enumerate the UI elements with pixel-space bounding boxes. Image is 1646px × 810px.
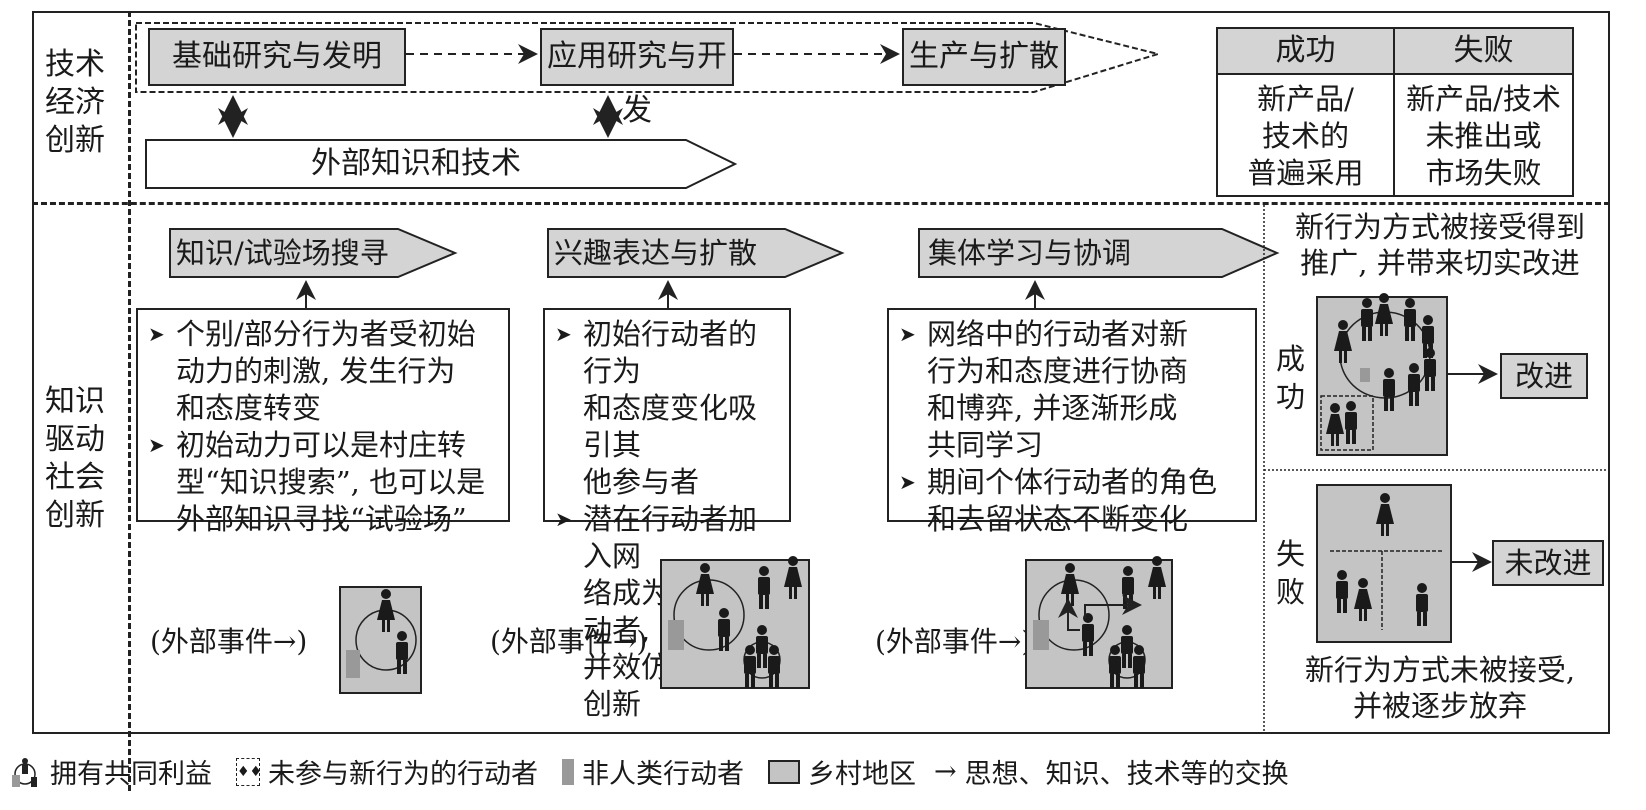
- caption-line: 推广, 并带来切实改进: [1300, 246, 1580, 280]
- legend-label: 乡村地区: [808, 759, 916, 790]
- row-label-social: 知识 驱动 社会 创新: [40, 383, 110, 535]
- row-label-line: 驱动: [45, 422, 105, 457]
- bullet-line: 和态度变化吸引其: [583, 391, 758, 462]
- bullet-line: 初始动力可以是村庄转: [176, 428, 467, 462]
- no-improvement-box: 未改进: [1492, 540, 1604, 586]
- cell-line: 市场失败: [1425, 156, 1542, 190]
- header-failure: 失败: [1395, 29, 1572, 75]
- cell-line: 技术的: [1261, 119, 1349, 153]
- external-knowledge-label: 外部知识和技术: [311, 146, 521, 181]
- bullet-item: 期间个体行动者的角色 和去留状态不断变化: [897, 464, 1251, 538]
- non-participant-box: [1320, 395, 1374, 451]
- exchange-arrow: [1084, 595, 1142, 618]
- legend: 拥有共同利益 ♦♦ 未参与新行为的行动者 非人类行动者 乡村地区 → 思想、知识…: [8, 752, 1289, 791]
- bullet-line: 和去留状态不断变化: [927, 502, 1189, 536]
- row-label-line: 社会: [45, 460, 105, 495]
- bullet-line: 和博弈, 并逐渐形成: [927, 391, 1178, 425]
- bullet-line: 行为和态度进行协商: [927, 354, 1189, 388]
- non-human-actor-icon: [1033, 620, 1049, 650]
- tech-outcome-table: 成功 失败 新产品/ 技术的 普遍采用 新产品/技术 未推出或 市场失败: [1216, 27, 1574, 197]
- cell-line: 新产品/技术: [1406, 82, 1561, 116]
- diagram-frame: [32, 11, 1610, 734]
- success-caption: 新行为方式被接受得到 推广, 并带来切实改进: [1272, 209, 1608, 281]
- bullet-line: 型“知识搜索”, 也可以是: [176, 465, 486, 499]
- row-label-line: 创新: [45, 498, 105, 533]
- cell-failure: 新产品/技术 未推出或 市场失败: [1395, 75, 1572, 195]
- bullet-line: 初始行动者的行为: [583, 317, 758, 388]
- external-event-2: (外部事件→): [490, 625, 648, 658]
- rural-area-success-scene: [1316, 293, 1448, 456]
- section-divider: [32, 202, 1610, 205]
- caption-line: 新行为方式未被接受,: [1304, 653, 1576, 687]
- improvement-box: 改进: [1500, 353, 1588, 399]
- bullet-line: 网络中的行动者对新: [927, 317, 1189, 351]
- row-label-line: 技术: [45, 47, 105, 82]
- stage-shape-2: [547, 228, 845, 278]
- shared-interest-icon: [8, 755, 42, 789]
- non-participant-icon: ♦♦: [236, 757, 262, 786]
- external-event-3: (外部事件→): [875, 625, 1033, 658]
- caption-line: 新行为方式被接受得到: [1294, 210, 1585, 244]
- non-human-actor-icon: [562, 758, 574, 785]
- bullet-item: 网络中的行动者对新 行为和态度进行协商 和博弈, 并逐渐形成 共同学习: [897, 316, 1251, 464]
- stage-box-1: 个别/部分行为者受初始 动力的刺激, 发生行为 和态度转变 初始动力可以是村庄转…: [136, 308, 510, 536]
- row-label-line: 创新: [45, 123, 105, 158]
- stage-title-2: 兴趣表达与扩散: [554, 236, 758, 270]
- bullet-item: 初始动力可以是村庄转 型“知识搜索”, 也可以是 外部知识寻找“试验场”: [146, 427, 502, 538]
- external-knowledge-shape: [145, 139, 738, 189]
- row-label-line: 经济: [45, 85, 105, 120]
- bullet-line: 动力的刺激, 发生行为: [176, 354, 456, 388]
- non-human-actor-icon: [346, 650, 360, 678]
- bullet-line: 潜在行动者加入网: [583, 502, 758, 573]
- rural-area-scene-2: [660, 556, 810, 689]
- bullet-item: 个别/部分行为者受初始 动力的刺激, 发生行为 和态度转变: [146, 316, 502, 427]
- bullet-line: 共同学习: [927, 428, 1044, 462]
- failure-label: 失 败: [1276, 535, 1305, 611]
- header-success: 成功: [1218, 29, 1395, 75]
- legend-label: 思想、知识、技术等的交换: [964, 759, 1289, 790]
- row-label-divider: [128, 11, 131, 791]
- label-char: 成: [1276, 342, 1306, 376]
- label-char: 失: [1276, 537, 1306, 571]
- caption-line: 并被逐步放弃: [1352, 689, 1527, 723]
- non-human-actor-icon: [668, 620, 684, 650]
- step-basic-research: 基础研究与发明: [148, 28, 406, 86]
- stage-shape-3: [918, 228, 1280, 278]
- failure-caption: 新行为方式未被接受, 并被逐步放弃: [1272, 652, 1608, 724]
- tech-process-dashed-outline: [135, 22, 1162, 93]
- rural-area-scene-1: [339, 586, 422, 694]
- bullet-line: 个别/部分行为者受初始: [176, 317, 476, 351]
- bullet-line: 期间个体行动者的角色: [927, 465, 1218, 499]
- stage-box-3: 网络中的行动者对新 行为和态度进行协商 和博弈, 并逐渐形成 共同学习 期间个体…: [887, 308, 1257, 536]
- row-label-line: 知识: [45, 384, 105, 419]
- stage-title-3: 集体学习与协调: [928, 236, 1132, 270]
- bullet-line: 外部知识寻找“试验场”: [176, 502, 467, 536]
- bullet-line: 他参与者: [583, 465, 700, 499]
- legend-label: 非人类行动者: [582, 759, 744, 790]
- external-event-1: (外部事件→): [150, 625, 308, 658]
- bullet-item: 初始行动者的行为 和态度变化吸引其 他参与者: [553, 316, 785, 501]
- rural-area-failure-scene: [1316, 484, 1452, 643]
- label-char: 功: [1276, 380, 1306, 414]
- success-label: 成 功: [1276, 340, 1305, 416]
- label-char: 败: [1276, 575, 1306, 609]
- cell-line: 普遍采用: [1247, 156, 1364, 190]
- step-applied-research: 应用研究与开发: [540, 28, 734, 128]
- cell-success: 新产品/ 技术的 普遍采用: [1218, 75, 1395, 195]
- legend-label: 拥有共同利益: [50, 759, 212, 790]
- legend-label: 未参与新行为的行动者: [268, 759, 538, 790]
- cell-line: 未推出或: [1425, 119, 1542, 153]
- cell-line: 新产品/: [1257, 82, 1354, 116]
- step-production-diffusion: 生产与扩散: [902, 28, 1066, 86]
- non-human-actor-icon: [1360, 368, 1370, 382]
- bullet-line: 和态度转变: [176, 391, 322, 425]
- rural-area-icon: [768, 759, 800, 784]
- row-label-tech: 技术 经济 创新: [40, 46, 110, 160]
- rural-area-scene-3: [1025, 556, 1173, 689]
- stage-shape-1: [169, 228, 458, 278]
- exchange-arrow: [1058, 598, 1080, 631]
- arrow-icon: →: [934, 756, 957, 787]
- stage-title-1: 知识/试验场搜寻: [176, 236, 389, 270]
